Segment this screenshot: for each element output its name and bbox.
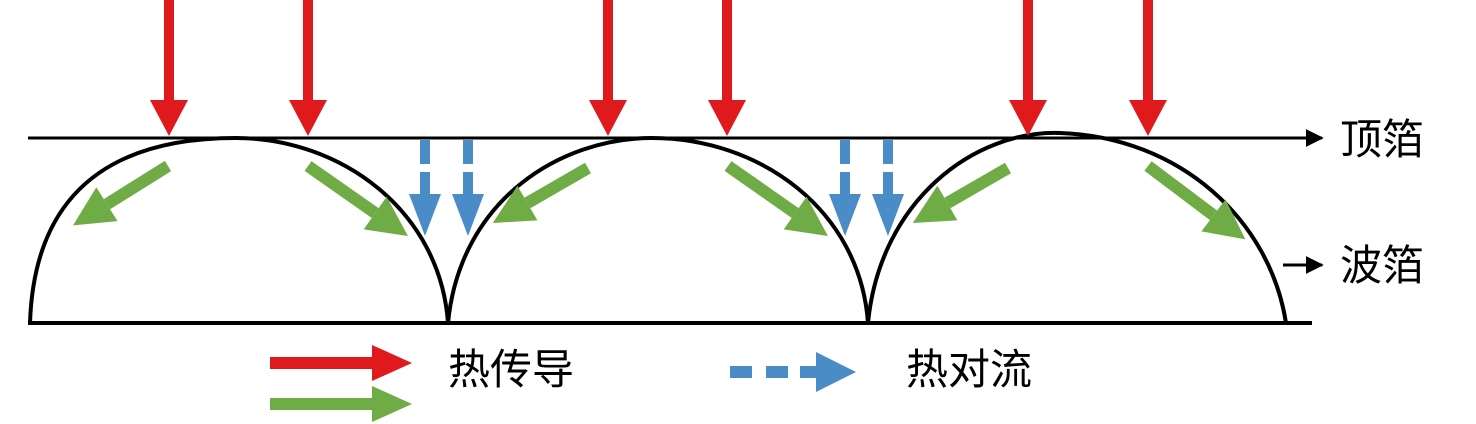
conduction-arrows-green	[73, 160, 1246, 240]
legend-heat-conduction-label: 热传导	[448, 345, 574, 394]
green-arrow	[304, 161, 408, 236]
convection-arrows-blue	[409, 140, 904, 236]
blue-arrow	[452, 140, 484, 236]
red-arrow	[150, 0, 188, 136]
legend-red-arrow	[270, 345, 412, 381]
top-foil-label: 顶箔	[1340, 115, 1424, 164]
wave-bump-3	[866, 130, 1288, 324]
red-arrow	[708, 0, 746, 136]
wave-bump-1	[28, 135, 450, 324]
red-arrow	[1129, 0, 1167, 136]
green-arrow	[724, 161, 828, 236]
green-arrow	[912, 162, 1011, 223]
legend-blue-dashed-arrow	[730, 352, 856, 392]
conduction-arrows-red	[150, 0, 1167, 136]
wave-foil-label: 波箔	[1340, 241, 1424, 290]
green-arrow	[492, 162, 591, 223]
legend-green-arrow	[270, 386, 412, 422]
red-arrow	[1009, 0, 1047, 136]
blue-arrow	[409, 140, 441, 236]
wave-foil	[28, 130, 1288, 324]
legend-heat-convection-label: 热对流	[906, 345, 1032, 394]
red-arrow	[289, 0, 327, 136]
blue-arrow	[872, 140, 904, 236]
legend: 热传导 热对流	[270, 345, 1032, 422]
green-arrow	[73, 160, 172, 226]
green-arrow	[1144, 161, 1246, 240]
red-arrow	[589, 0, 627, 136]
wave-bump-2	[446, 135, 870, 324]
blue-arrow	[829, 140, 861, 236]
